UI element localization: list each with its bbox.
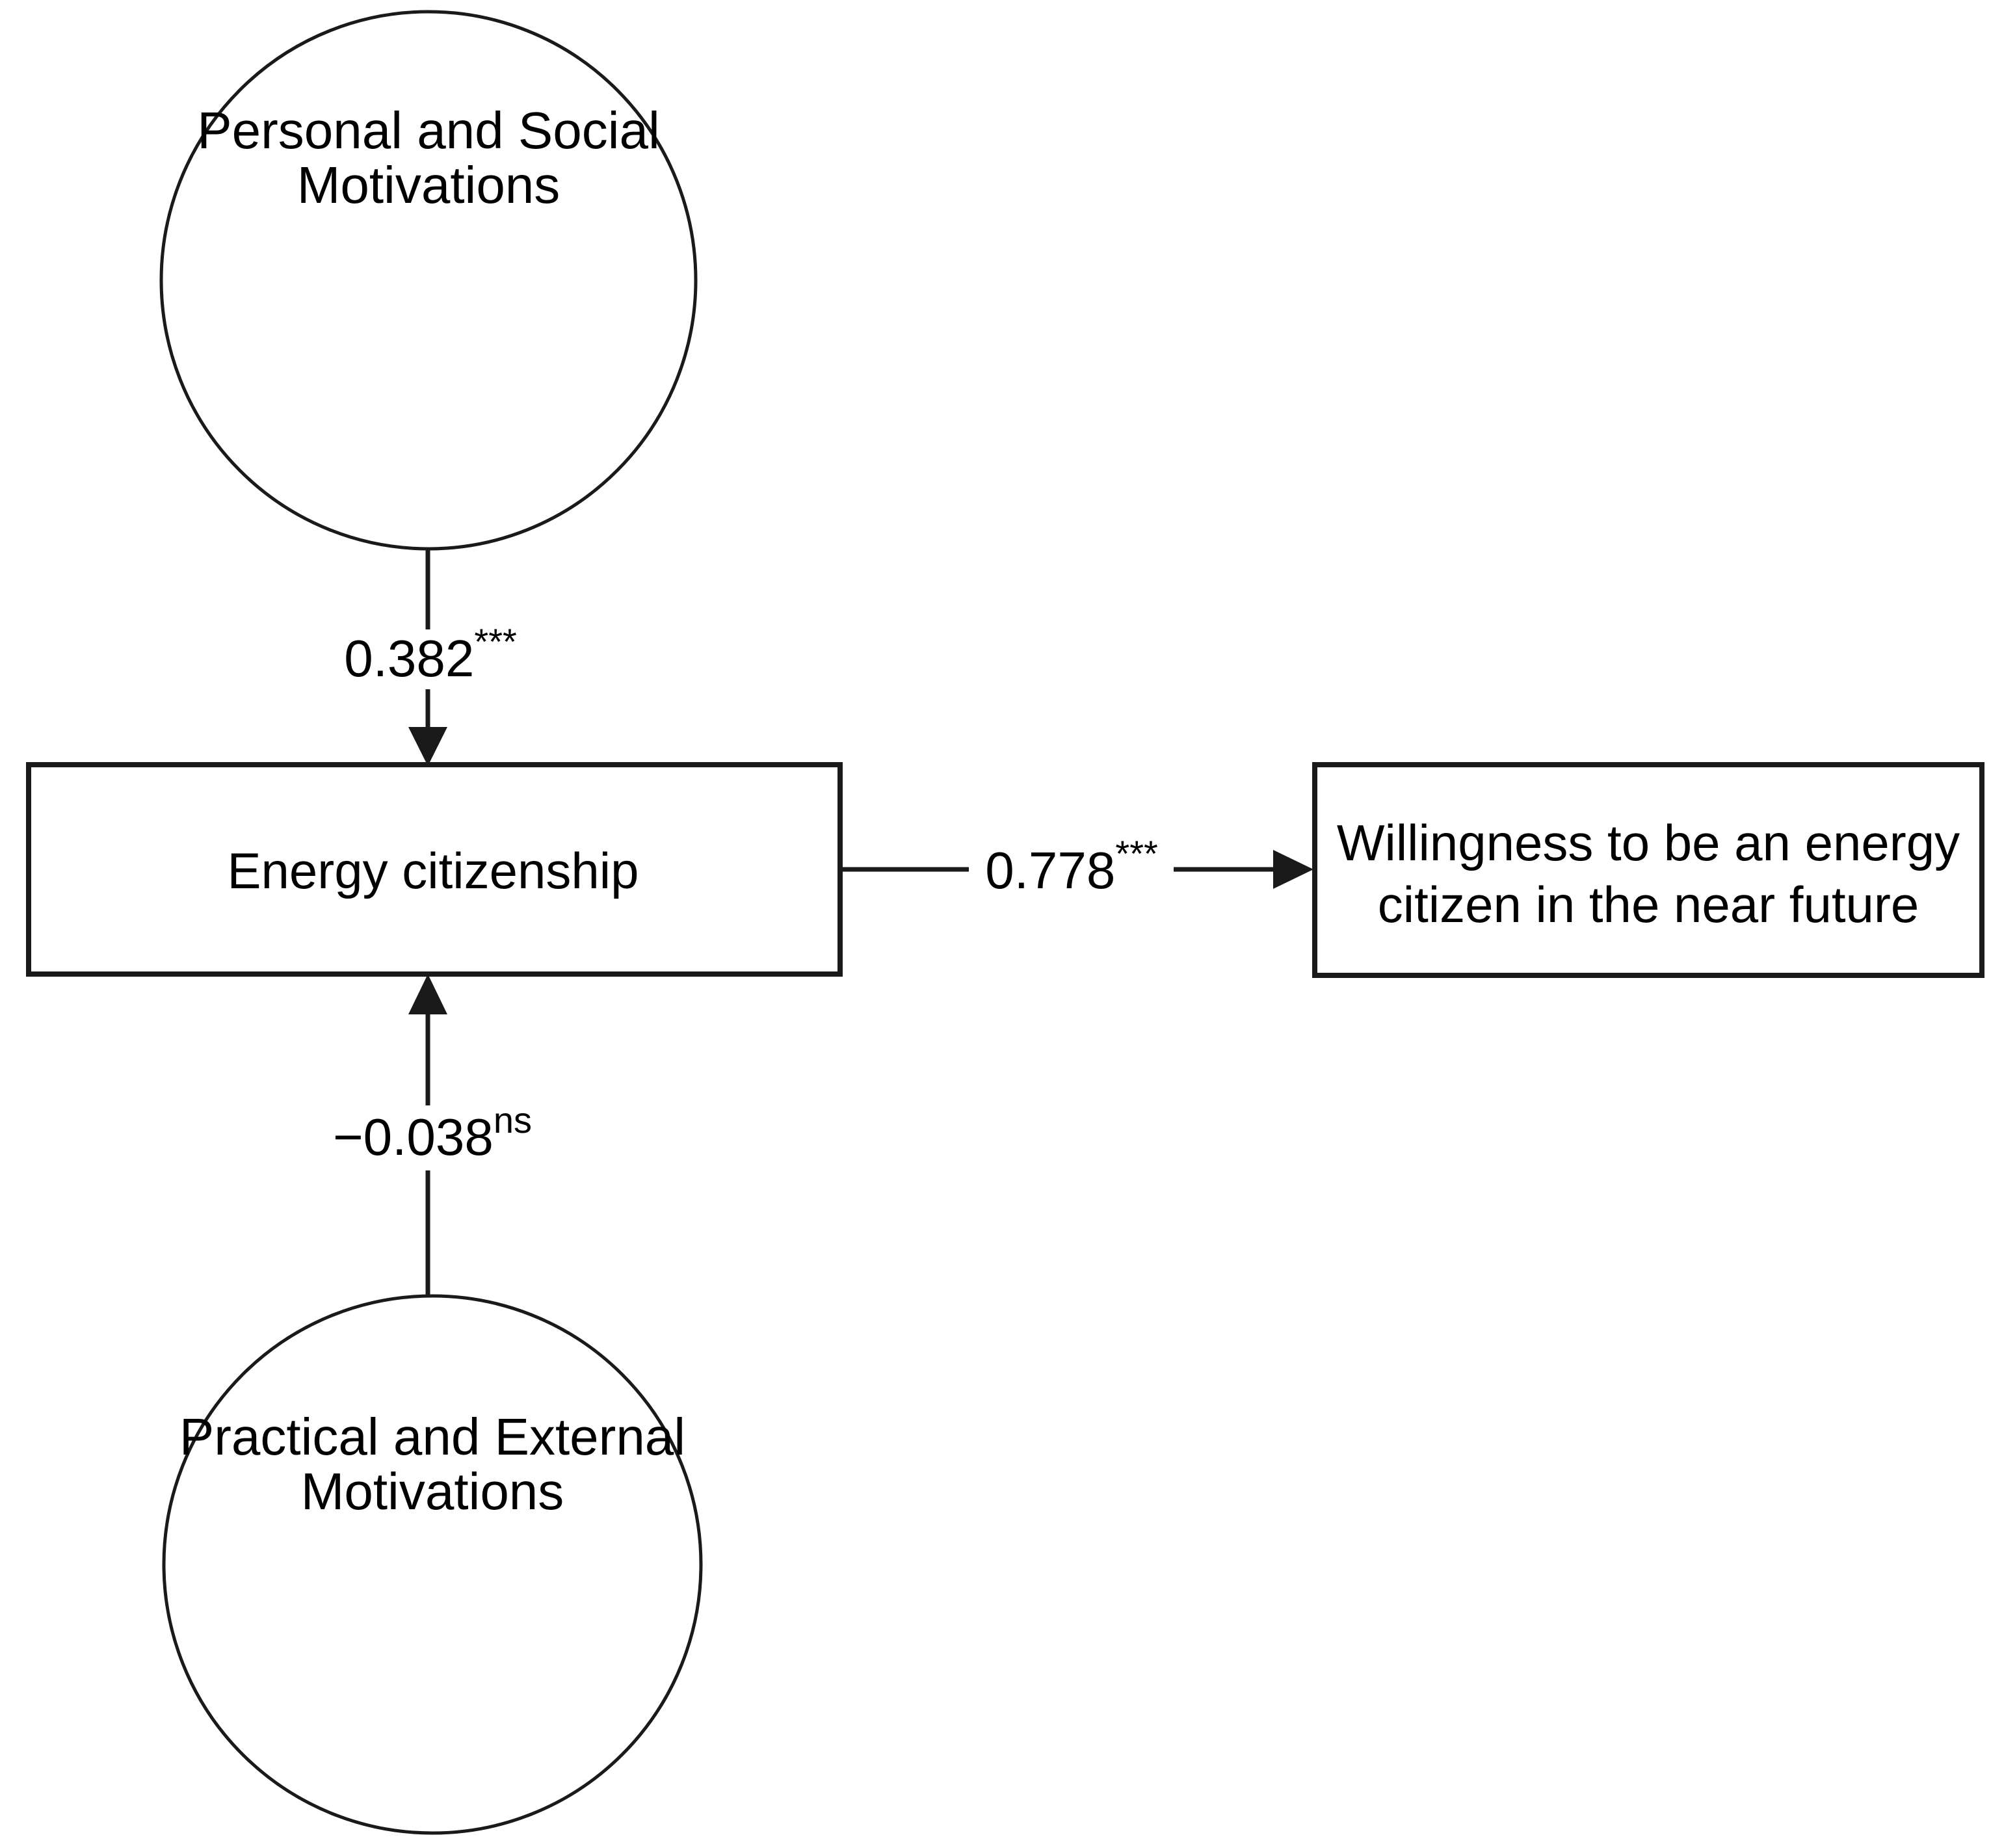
node-practical-external-motivations[interactable]: Practical and External Motivations bbox=[162, 1294, 703, 1835]
edge-significance-pem-to-ec: ns bbox=[494, 1100, 532, 1141]
edge-significance-ec-to-willingness: *** bbox=[1115, 833, 1157, 874]
rect-shape-energy-citizenship bbox=[26, 762, 843, 977]
edge-ec-to-willingness[interactable]: 0.778*** bbox=[840, 833, 1313, 899]
node-willingness-future[interactable]: Willingness to be an energy citizen in t… bbox=[1312, 762, 1984, 978]
arrowhead-ec-to-willingness bbox=[1273, 850, 1313, 889]
edge-coefficient-pem-to-ec: −0.038 bbox=[333, 1108, 494, 1166]
arrowhead-pem-to-ec bbox=[408, 974, 447, 1014]
circle-shape-personal-social bbox=[159, 10, 698, 551]
circle-shape-practical-external bbox=[162, 1294, 703, 1835]
node-label-willingness-line2: citizen in the near future bbox=[1378, 876, 1919, 933]
edge-label-psm-to-ec: 0.382*** bbox=[344, 621, 517, 687]
rect-shape-willingness-future bbox=[1312, 762, 1984, 978]
node-energy-citizenship[interactable]: Energy citizenship bbox=[26, 762, 843, 977]
node-label-energy-citizenship: Energy citizenship bbox=[228, 842, 639, 899]
node-label-personal-social-line1: Personal and Social bbox=[197, 101, 660, 159]
node-label-practical-external-line2: Motivations bbox=[301, 1462, 564, 1520]
arrowhead-psm-to-ec bbox=[408, 727, 447, 766]
edge-coefficient-ec-to-willingness: 0.778 bbox=[985, 841, 1115, 899]
node-label-practical-external-line1: Practical and External bbox=[179, 1408, 685, 1466]
node-label-willingness-line1: Willingness to be an energy bbox=[1337, 814, 1960, 871]
edge-coefficient-psm-to-ec: 0.382 bbox=[344, 629, 474, 687]
edge-psm-to-ec[interactable]: 0.382*** bbox=[344, 549, 517, 766]
node-personal-social-motivations[interactable]: Personal and Social Motivations bbox=[159, 10, 698, 551]
edge-label-pem-to-ec: −0.038ns bbox=[333, 1100, 532, 1166]
edge-significance-psm-to-ec: *** bbox=[474, 621, 516, 662]
edge-pem-to-ec[interactable]: −0.038ns bbox=[333, 974, 532, 1296]
node-label-personal-social-line2: Motivations bbox=[297, 156, 560, 214]
edge-label-ec-to-willingness: 0.778*** bbox=[985, 833, 1158, 899]
